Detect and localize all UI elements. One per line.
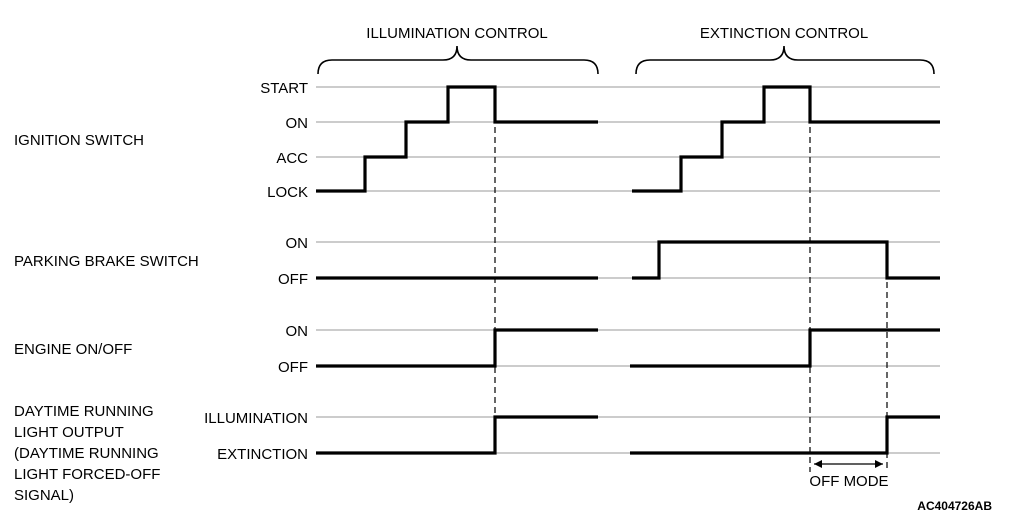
drl-label-line-4: LIGHT FORCED-OFF bbox=[14, 466, 160, 483]
level-engine-off: OFF bbox=[278, 359, 308, 376]
ignition-waveform-extinction bbox=[632, 85, 940, 193]
level-acc: ACC bbox=[276, 150, 308, 167]
ignition-waveform-illumination bbox=[316, 85, 598, 193]
drl-output-label: DAYTIME RUNNING LIGHT OUTPUT (DAYTIME RU… bbox=[14, 403, 160, 504]
ignition-switch-label: IGNITION SWITCH bbox=[14, 132, 144, 149]
off-mode-dimension bbox=[814, 460, 883, 468]
level-start: START bbox=[260, 80, 308, 97]
drl-waveform-extinction bbox=[630, 415, 940, 455]
arrow-right-icon bbox=[875, 460, 883, 468]
level-brake-on: ON bbox=[286, 235, 309, 252]
level-lock: LOCK bbox=[267, 184, 308, 201]
level-brake-off: OFF bbox=[278, 271, 308, 288]
drl-label-line-5: SIGNAL) bbox=[14, 487, 74, 504]
extinction-control-header: EXTINCTION CONTROL bbox=[700, 25, 868, 42]
level-extinction: EXTINCTION bbox=[217, 446, 308, 463]
drl-label-line-3: (DAYTIME RUNNING bbox=[14, 445, 159, 462]
illumination-brace bbox=[317, 45, 599, 75]
parking-brake-switch-label: PARKING BRAKE SWITCH bbox=[14, 253, 199, 270]
engine-on-off-label: ENGINE ON/OFF bbox=[14, 341, 132, 358]
engine-waveform-extinction bbox=[630, 328, 940, 368]
drl-label-line-1: DAYTIME RUNNING bbox=[14, 403, 154, 420]
level-on: ON bbox=[286, 115, 309, 132]
drl-label-line-2: LIGHT OUTPUT bbox=[14, 424, 124, 441]
illumination-control-header: ILLUMINATION CONTROL bbox=[366, 25, 547, 42]
level-illumination: ILLUMINATION bbox=[204, 410, 308, 427]
engine-waveform-illumination bbox=[316, 328, 598, 368]
figure-id: AC404726AB bbox=[917, 499, 992, 513]
drl-waveform-illumination bbox=[316, 415, 598, 455]
off-mode-label: OFF MODE bbox=[809, 473, 888, 490]
reference-lines bbox=[316, 86, 940, 454]
extinction-brace bbox=[635, 45, 935, 75]
level-engine-on: ON bbox=[286, 323, 309, 340]
arrow-left-icon bbox=[814, 460, 822, 468]
parking-brake-waveform-extinction bbox=[632, 240, 940, 280]
